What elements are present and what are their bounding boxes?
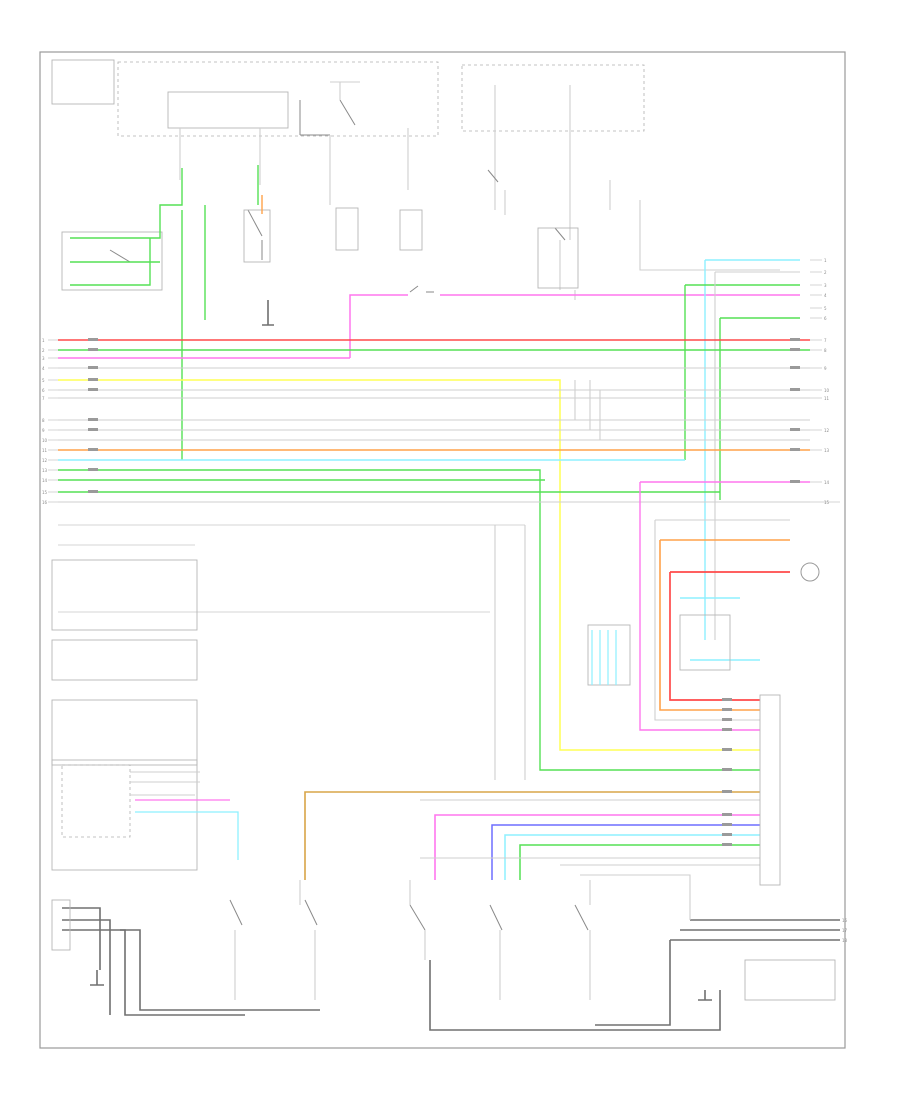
wire-green-right-2	[719, 317, 800, 500]
bus-pink-2	[639, 481, 810, 731]
right-pin-3: 3	[824, 283, 827, 288]
vertical-taps	[58, 380, 601, 780]
right-pin-12: 12	[824, 428, 830, 433]
left-pin-numbers: 1 2 3 4 5 6 7 8 9 10 11 12 13 14 15 16	[42, 338, 48, 505]
left-pin-2: 2	[42, 348, 45, 353]
right-pin-numbers: 1 2 3 4 5 6 7 8 9 10 11 12 13 14 15 16 1…	[824, 258, 848, 943]
left-box-3	[51, 699, 198, 766]
wire-orange-right	[659, 539, 790, 711]
left-pin-4: 4	[42, 366, 45, 371]
relay-box	[167, 91, 289, 129]
left-pin-10: 10	[42, 438, 48, 443]
switch-a	[247, 209, 263, 260]
bottom-switches	[229, 899, 591, 1000]
wire-pink-top	[349, 294, 800, 358]
bus-green-2	[58, 469, 760, 771]
wire-tan	[304, 791, 760, 880]
right-pin-18: 18	[842, 938, 848, 943]
left-pin-8: 8	[42, 418, 45, 423]
right-pin-1: 1	[824, 258, 827, 263]
wire-gray-right	[714, 271, 800, 640]
right-pin-4: 4	[824, 293, 827, 298]
top-components	[51, 59, 780, 300]
right-pin-9: 9	[824, 366, 827, 371]
left-pin-11: 11	[42, 448, 48, 453]
wire-bus	[58, 339, 810, 771]
ground-left	[90, 970, 104, 986]
relay-switch	[299, 99, 356, 136]
wire-blue	[491, 824, 760, 880]
diagram-frame	[39, 51, 846, 1049]
left-pin-1: 1	[42, 338, 45, 343]
left-pin-3: 3	[42, 356, 45, 361]
wire-gray-r1	[654, 519, 790, 721]
right-pin-15: 15	[824, 500, 830, 505]
lamp-icon	[800, 562, 820, 582]
wire-green-1	[70, 168, 183, 239]
left-pin-16: 16	[42, 500, 48, 505]
left-pin-14: 14	[42, 478, 48, 483]
right-pin-16: 16	[842, 918, 848, 923]
relay-mid	[409, 285, 434, 293]
left-pin-13: 13	[42, 468, 48, 473]
left-box-2	[51, 639, 198, 681]
fuse-relay-box-right	[461, 64, 645, 132]
right-components	[587, 519, 836, 1001]
right-pin-13: 13	[824, 448, 830, 453]
right-pin-11: 11	[824, 396, 830, 401]
ground-a	[262, 300, 274, 326]
dark-loop-right	[429, 960, 721, 1031]
sensor-box	[61, 764, 131, 838]
right-pin-7: 7	[824, 338, 827, 343]
left-pin-9: 9	[42, 428, 45, 433]
right-pin-10: 10	[824, 388, 830, 393]
right-pin-17: 17	[842, 928, 848, 933]
wire-green-3	[70, 238, 160, 286]
right-pin-14: 14	[824, 480, 830, 485]
fuse-box-top	[117, 61, 439, 137]
bottom-colored-wires	[299, 791, 760, 920]
left-info-box	[51, 59, 115, 105]
left-pin-12: 12	[42, 458, 48, 463]
left-box-4	[51, 759, 198, 871]
wire-group-top	[70, 165, 800, 640]
bottom-dark-wires	[51, 899, 840, 1031]
left-pin-6: 6	[42, 388, 45, 393]
left-pin-7: 7	[42, 396, 45, 401]
wire-green-2	[181, 205, 206, 460]
right-pin-8: 8	[824, 348, 827, 353]
bus-yellow	[58, 379, 760, 751]
right-connector-pins	[810, 259, 840, 503]
component-symbols	[61, 169, 579, 326]
dark-loop-left	[62, 907, 245, 1016]
left-connector-pins	[48, 339, 58, 503]
left-components	[51, 559, 239, 871]
mid-connector	[587, 624, 631, 686]
wire-cyan-right	[680, 597, 760, 661]
right-pin-2: 2	[824, 270, 827, 275]
sensor-a	[335, 207, 359, 251]
right-pin-5: 5	[824, 306, 827, 311]
right-pin-6: 6	[824, 316, 827, 321]
ground-right	[698, 990, 712, 1001]
right-connector-block	[759, 694, 781, 886]
wire-green-bottom	[519, 844, 760, 880]
wire-green-right-1	[684, 284, 800, 460]
wire-cyan-bottom	[504, 834, 760, 880]
sensor-b	[399, 209, 423, 251]
module-bottom-right	[744, 959, 836, 1001]
left-pin-15: 15	[42, 490, 48, 495]
wire-code-tags	[88, 338, 800, 846]
left-box-1	[51, 559, 198, 631]
left-pin-5: 5	[42, 378, 45, 383]
